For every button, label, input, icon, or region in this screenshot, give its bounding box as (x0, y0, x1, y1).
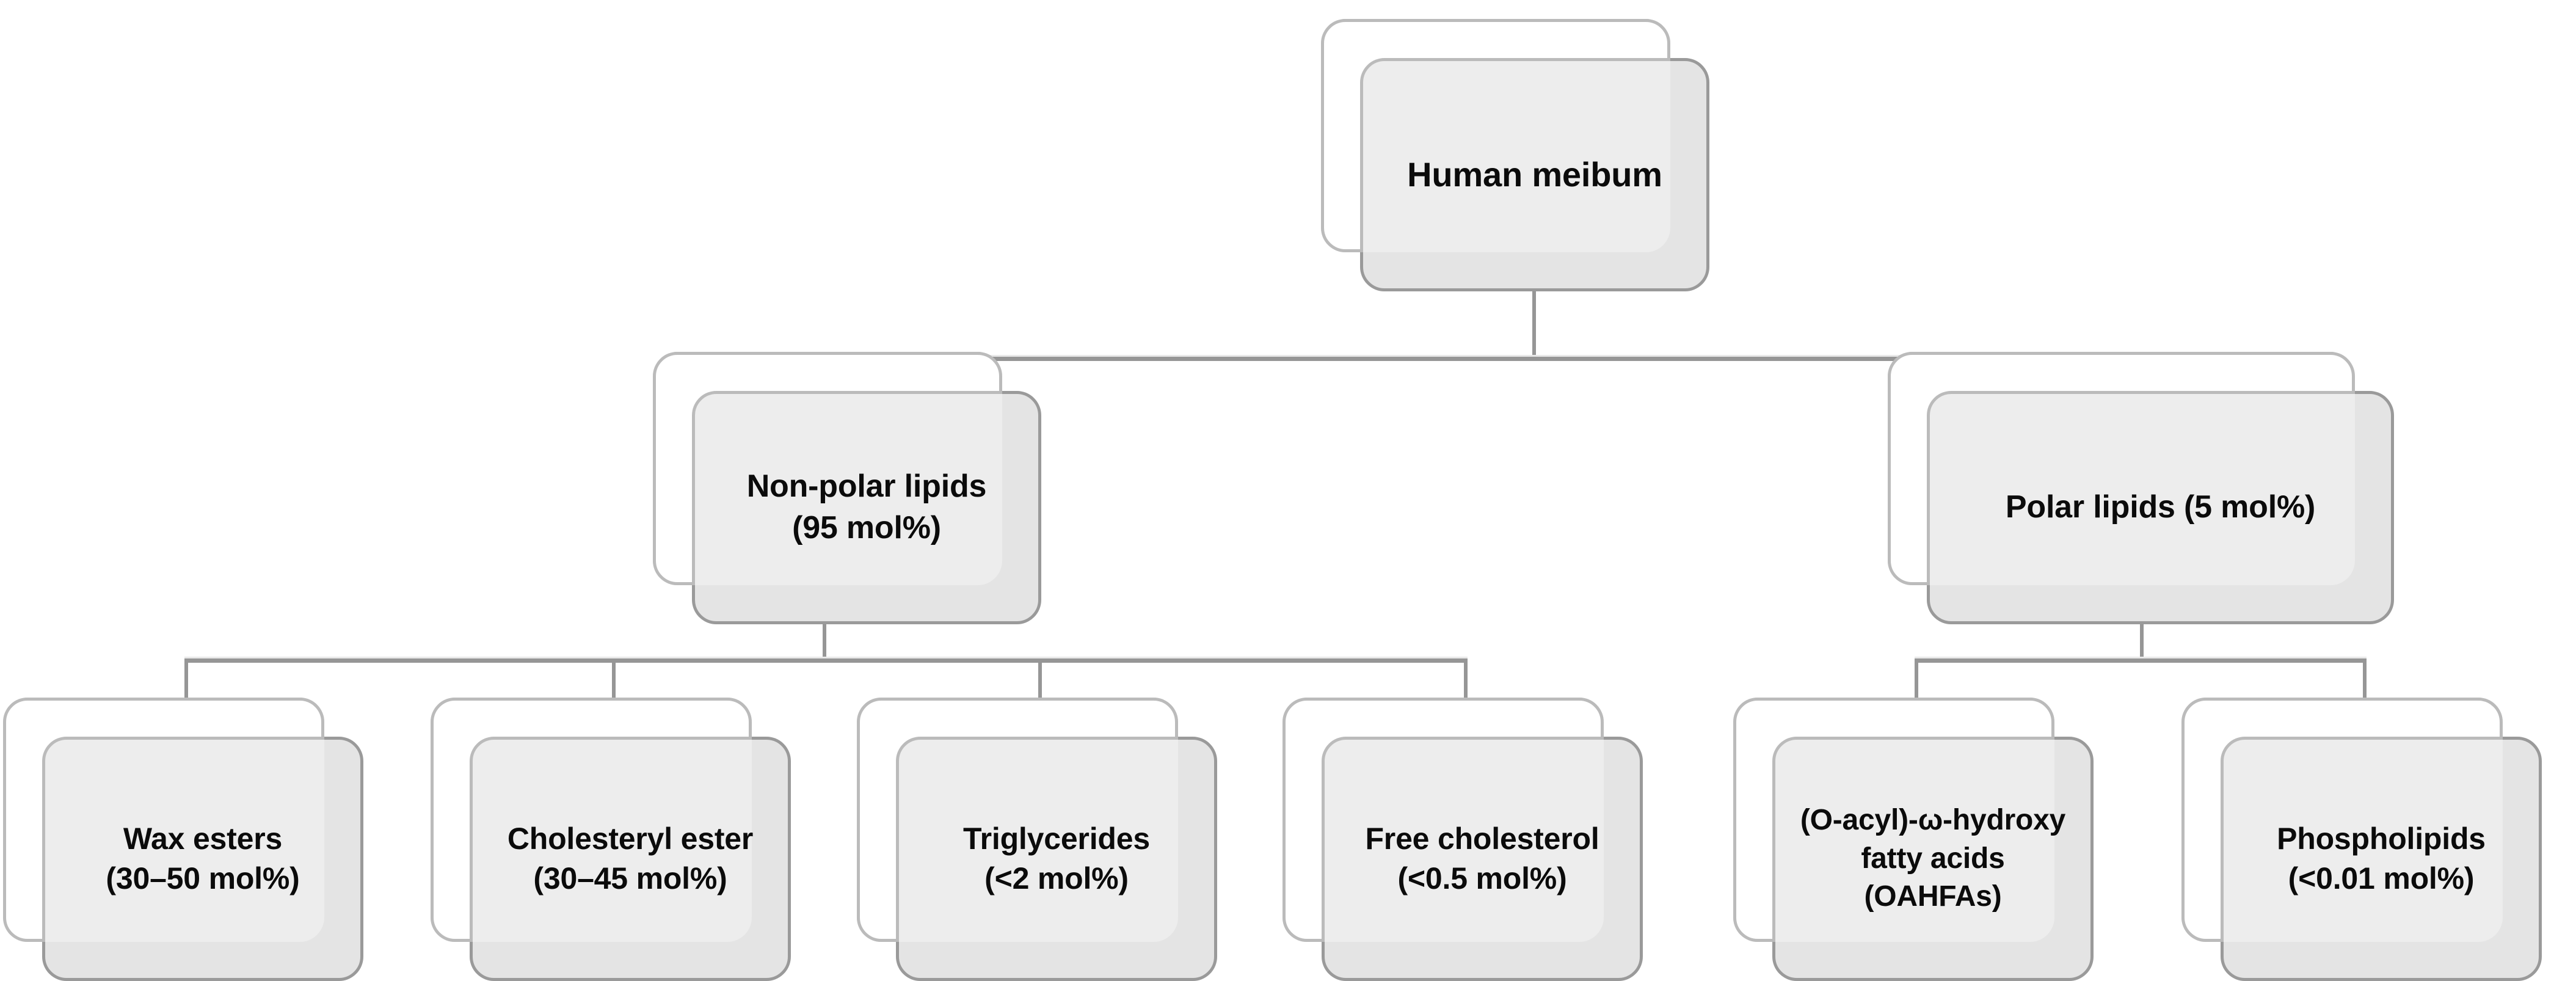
connector-root-stem (1532, 287, 1536, 360)
card-front: Human meibum (1321, 19, 1709, 291)
node-oahfas[interactable]: (O-acyl)-ω-hydroxy fatty acids (OAHFAs) (1733, 698, 2094, 981)
connector-non-polar-stem (823, 620, 826, 663)
node-free-cholesterol[interactable]: Free cholesterol (<0.5 mol%) (1283, 698, 1643, 981)
connector-polar-stem (2140, 620, 2144, 663)
node-label: Cholesteryl ester (30–45 mol%) (507, 822, 754, 895)
node-label: Non-polar lipids (95 mol%) (746, 469, 987, 545)
node-label: Free cholesterol (<0.5 mol%) (1365, 822, 1599, 895)
card-front: Polar lipids (5 mol%) (1888, 352, 2394, 624)
node-phospholipids[interactable]: Phospholipids (<0.01 mol%) (2181, 698, 2542, 981)
card-front: Cholesteryl ester (30–45 mol%) (431, 698, 791, 981)
card-front: Non-polar lipids (95 mol%) (653, 352, 1041, 624)
node-triglycerides[interactable]: Triglycerides (<2 mol%) (857, 698, 1217, 981)
card-front: Free cholesterol (<0.5 mol%) (1283, 698, 1643, 981)
node-label: Human meibum (1407, 155, 1662, 194)
connector-level1-bus (823, 355, 2144, 361)
connector-drop-wax-esters (184, 658, 188, 706)
node-label: Phospholipids (<0.01 mol%) (2277, 822, 2486, 895)
connector-drop-triglycerides (1038, 658, 1042, 706)
node-label: Polar lipids (5 mol%) (2005, 489, 2316, 525)
card-front: (O-acyl)-ω-hydroxy fatty acids (OAHFAs) (1733, 698, 2094, 981)
node-wax-esters[interactable]: Wax esters (30–50 mol%) (3, 698, 363, 981)
card-front: Phospholipids (<0.01 mol%) (2181, 698, 2542, 981)
node-human-meibum[interactable]: Human meibum (1321, 19, 1709, 291)
node-polar-lipids[interactable]: Polar lipids (5 mol%) (1888, 352, 2394, 624)
connector-drop-cholesteryl-ester (612, 658, 616, 706)
node-non-polar-lipids[interactable]: Non-polar lipids (95 mol%) (653, 352, 1041, 624)
connector-drop-phospholipids (2363, 658, 2367, 706)
card-front: Wax esters (30–50 mol%) (3, 698, 363, 981)
node-label: (O-acyl)-ω-hydroxy fatty acids (OAHFAs) (1800, 804, 2066, 913)
node-cholesteryl-ester[interactable]: Cholesteryl ester (30–45 mol%) (431, 698, 791, 981)
connector-level2-bus-right (1915, 657, 2367, 663)
connector-drop-free-cholesterol (1464, 658, 1468, 706)
connector-drop-oahfas (1915, 658, 1918, 706)
node-label: Wax esters (30–50 mol%) (106, 822, 300, 895)
connector-level2-bus-left (184, 657, 1468, 663)
card-front: Triglycerides (<2 mol%) (857, 698, 1217, 981)
node-label: Triglycerides (<2 mol%) (963, 822, 1150, 895)
